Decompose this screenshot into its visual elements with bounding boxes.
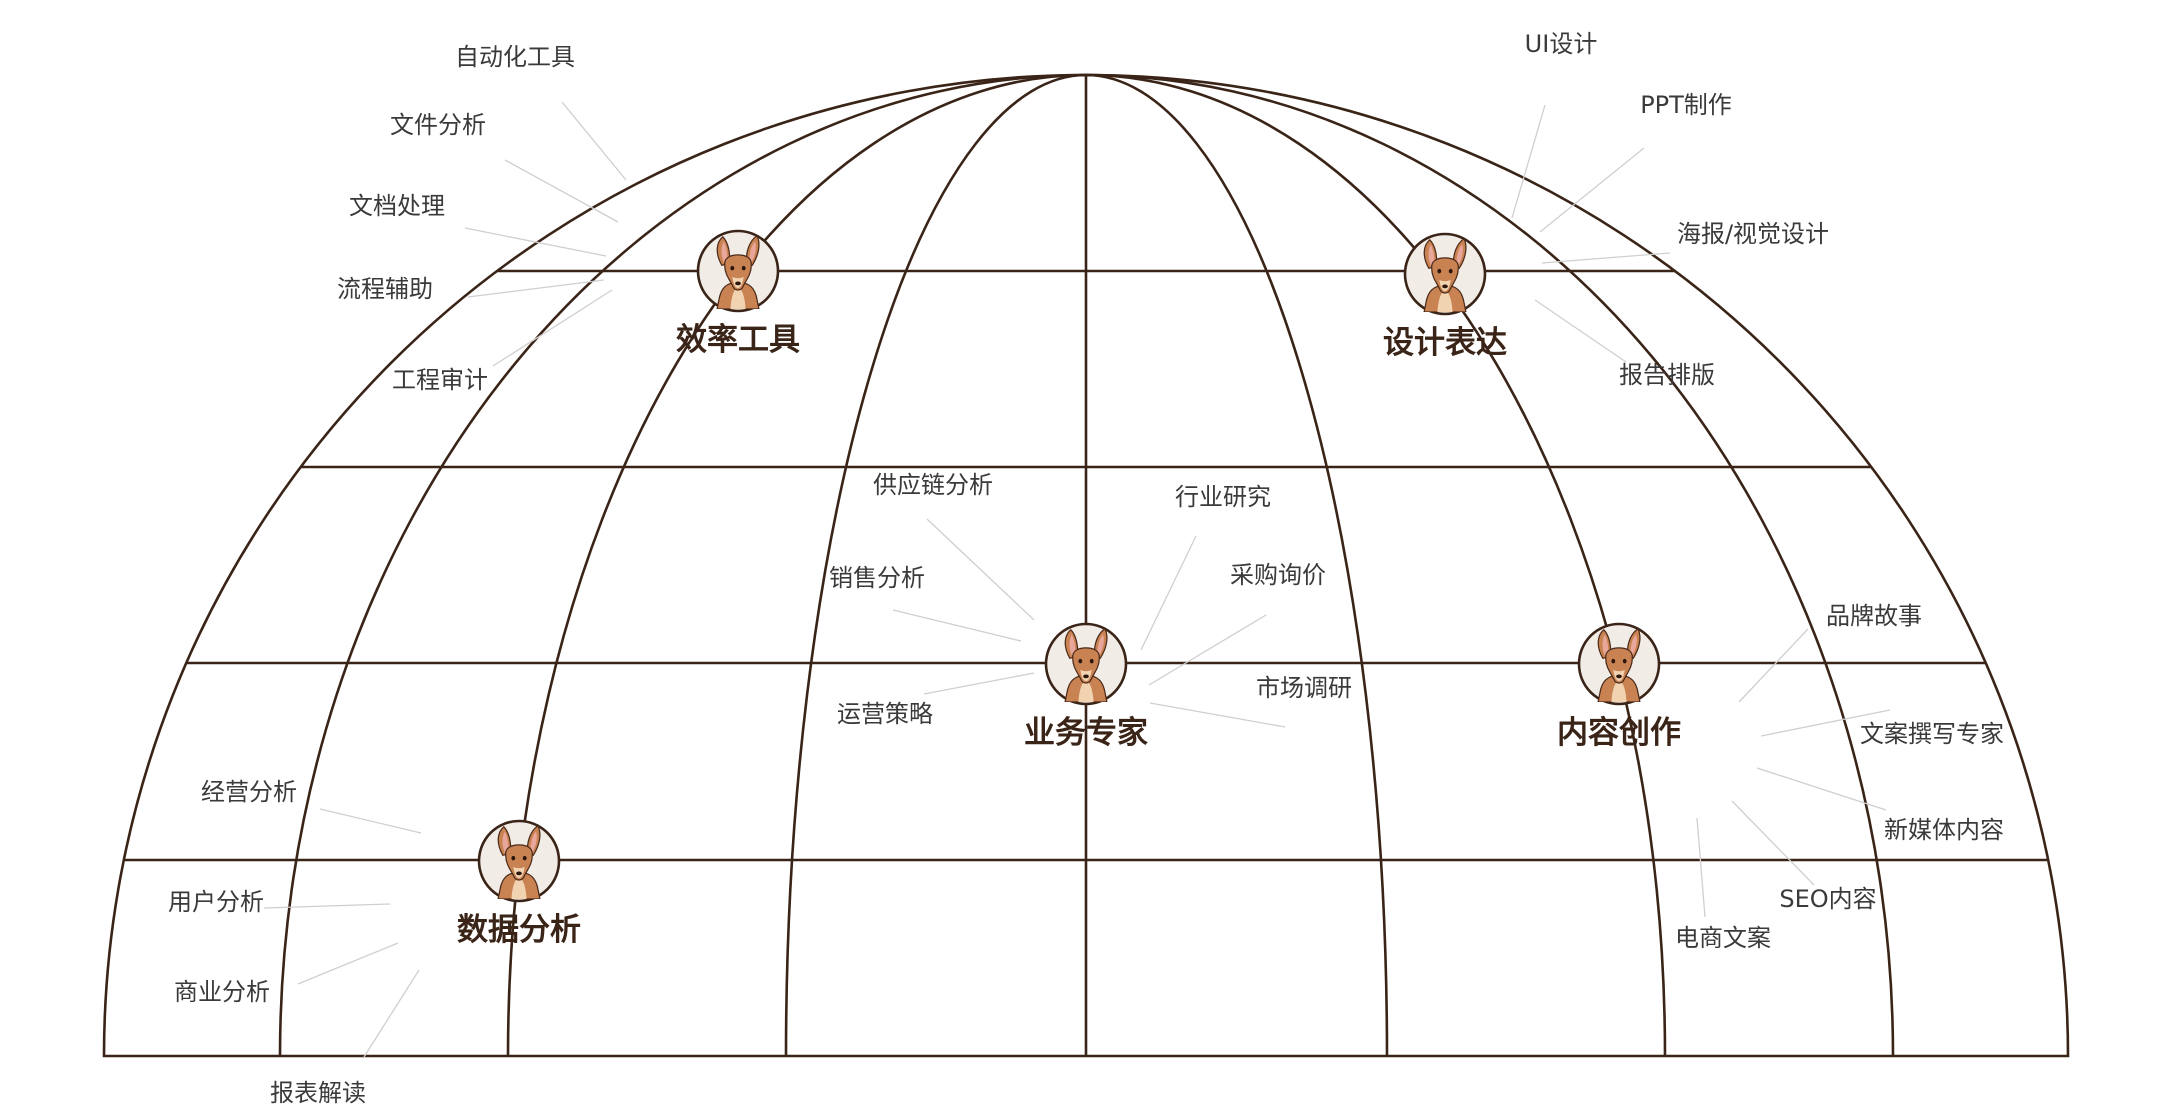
- spoke-label[interactable]: 商业分析: [174, 978, 270, 1006]
- hub-title: 业务专家: [1024, 715, 1148, 751]
- spoke-label[interactable]: 文档处理: [349, 192, 445, 220]
- spoke-label[interactable]: 用户分析: [168, 888, 264, 916]
- spoke-label[interactable]: 市场调研: [1256, 674, 1352, 702]
- spoke-label[interactable]: 新媒体内容: [1884, 816, 2004, 844]
- spoke-label[interactable]: 品牌故事: [1826, 602, 1922, 630]
- spoke-label[interactable]: PPT制作: [1640, 91, 1732, 119]
- leader-line: [561, 101, 627, 181]
- leader-line: [926, 518, 1035, 621]
- leader-line: [1140, 535, 1197, 651]
- leader-line: [467, 279, 605, 298]
- leader-line: [363, 969, 420, 1058]
- meridian-line: [1085, 73, 1389, 1057]
- leader-line: [923, 672, 1035, 695]
- spoke-label[interactable]: SEO内容: [1779, 885, 1876, 913]
- spoke-label[interactable]: 运营策略: [837, 700, 933, 728]
- meridian-line: [506, 73, 1087, 1057]
- spoke-label[interactable]: 报告排版: [1619, 361, 1715, 389]
- spoke-label[interactable]: 工程审计: [392, 366, 488, 394]
- hub-efficiency[interactable]: 效率工具: [676, 229, 800, 358]
- spoke-label[interactable]: 行业研究: [1175, 483, 1271, 511]
- leader-line: [1511, 104, 1546, 219]
- dome-grid: [102, 73, 2070, 1058]
- spoke-label[interactable]: 海报/视觉设计: [1677, 220, 1829, 248]
- leader-line: [1696, 817, 1706, 918]
- leader-line: [263, 903, 391, 909]
- leader-line: [504, 159, 619, 223]
- hub-title: 效率工具: [676, 322, 800, 358]
- meridian-line: [278, 73, 1087, 1057]
- meridian-line: [1085, 73, 1667, 1057]
- leader-line: [464, 227, 607, 257]
- hub-title: 数据分析: [457, 912, 581, 948]
- spoke-label[interactable]: 采购询价: [1230, 561, 1326, 589]
- leader-line: [319, 808, 422, 834]
- spoke-label[interactable]: 文案撰写专家: [1860, 720, 2004, 748]
- leader-line: [1756, 767, 1887, 811]
- spoke-label[interactable]: 自动化工具: [455, 43, 575, 71]
- meridian-line: [784, 73, 1087, 1057]
- leader-line: [1149, 702, 1286, 728]
- leader-line: [1148, 614, 1267, 686]
- spoke-label[interactable]: 经营分析: [201, 778, 297, 806]
- hub-business[interactable]: 业务专家: [1024, 622, 1148, 751]
- leader-line: [892, 609, 1022, 642]
- leader-line: [1541, 252, 1671, 264]
- leader-line: [492, 289, 613, 367]
- hub-title: 设计表达: [1383, 325, 1507, 361]
- spoke-label[interactable]: 销售分析: [829, 564, 925, 592]
- leader-line: [1731, 800, 1815, 886]
- leader-lines: [263, 101, 1891, 1058]
- hub-data[interactable]: 数据分析: [457, 819, 581, 948]
- spoke-label[interactable]: UI设计: [1525, 30, 1598, 58]
- leader-line: [1539, 147, 1645, 233]
- spoke-label[interactable]: 报表解读: [270, 1079, 366, 1107]
- spoke-label[interactable]: 电商文案: [1675, 924, 1771, 952]
- hub-content[interactable]: 内容创作: [1557, 622, 1681, 751]
- spoke-label[interactable]: 文件分析: [390, 111, 486, 139]
- leader-line: [1534, 299, 1627, 363]
- spoke-label[interactable]: 供应链分析: [873, 471, 993, 499]
- leader-line: [1738, 628, 1809, 703]
- hub-design[interactable]: 设计表达: [1383, 232, 1507, 361]
- spoke-label[interactable]: 流程辅助: [337, 275, 433, 303]
- meridian-line: [1085, 73, 1895, 1057]
- hub-title: 内容创作: [1557, 715, 1681, 751]
- leader-line: [297, 942, 399, 985]
- leader-line: [1760, 709, 1891, 737]
